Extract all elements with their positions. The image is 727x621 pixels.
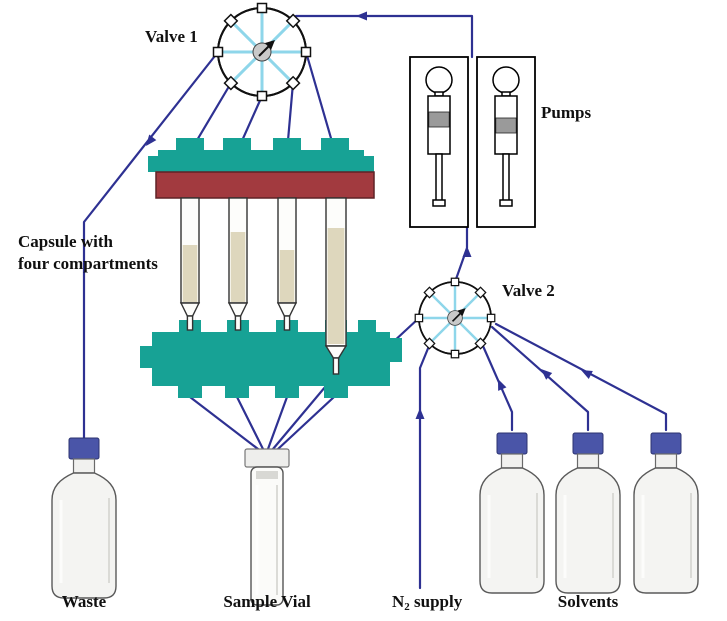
flow-arrow — [541, 369, 553, 380]
solvent-bottle-1 — [478, 431, 546, 595]
capsule-label-line2: four compartments — [18, 254, 158, 273]
tube-solvent3-to-valve2 — [494, 322, 668, 432]
solvent-bottle-2 — [554, 431, 622, 595]
tube-column1-to-vial — [188, 395, 260, 451]
syringe-pump-left — [425, 66, 453, 207]
pumps — [409, 56, 536, 228]
capsule-label-line1: Capsule with — [18, 232, 113, 251]
flow-arrow — [462, 246, 472, 257]
column-1 — [179, 197, 201, 331]
sample-vial — [244, 448, 290, 606]
labels: Valve 1 Pumps Valve 2 Capsule with four … — [18, 27, 619, 613]
flow-arrow — [356, 11, 367, 21]
column-3 — [276, 197, 298, 331]
tube-solvent2-to-valve2 — [490, 325, 590, 432]
valve2-label: Valve 2 — [502, 281, 555, 300]
column-4 — [324, 197, 348, 375]
tube-n2-to-valve2 — [418, 344, 431, 590]
flow-arrow — [146, 134, 157, 146]
valve1-label: Valve 1 — [145, 27, 198, 46]
flow-arrow — [581, 370, 593, 380]
capsule-columns — [179, 197, 348, 375]
waste-bottle — [50, 436, 118, 600]
waste-label: Waste — [62, 592, 107, 611]
solvents-label: Solvents — [558, 592, 619, 611]
valve-2 — [414, 277, 496, 359]
piston-left — [428, 111, 450, 128]
syringe-pump-right — [492, 66, 520, 207]
piston-right — [495, 117, 517, 134]
solvent-bottle-3 — [632, 431, 700, 595]
tubing — [82, 14, 668, 590]
flow-arrow — [415, 408, 425, 419]
capsule-bottom-manifold — [140, 320, 402, 398]
tube-valve1-to-column4 — [304, 50, 337, 154]
pumps-label: Pumps — [541, 103, 591, 122]
tube-solvent1-to-valve2 — [481, 344, 514, 432]
capsule-top-manifold — [148, 138, 375, 199]
valve-1 — [212, 2, 312, 102]
tube-column3-to-vial — [266, 395, 289, 451]
sample-vial-label: Sample Vial — [223, 592, 311, 611]
tube-column2-to-vial — [235, 395, 265, 451]
tube-valve1-to-waste — [82, 50, 220, 440]
column-2 — [227, 197, 249, 331]
capsule-lid — [155, 171, 375, 199]
tube-pumps-to-valve1 — [294, 14, 474, 59]
n2-supply-label: N2 supply — [392, 592, 463, 613]
flow-arrow — [498, 379, 507, 391]
